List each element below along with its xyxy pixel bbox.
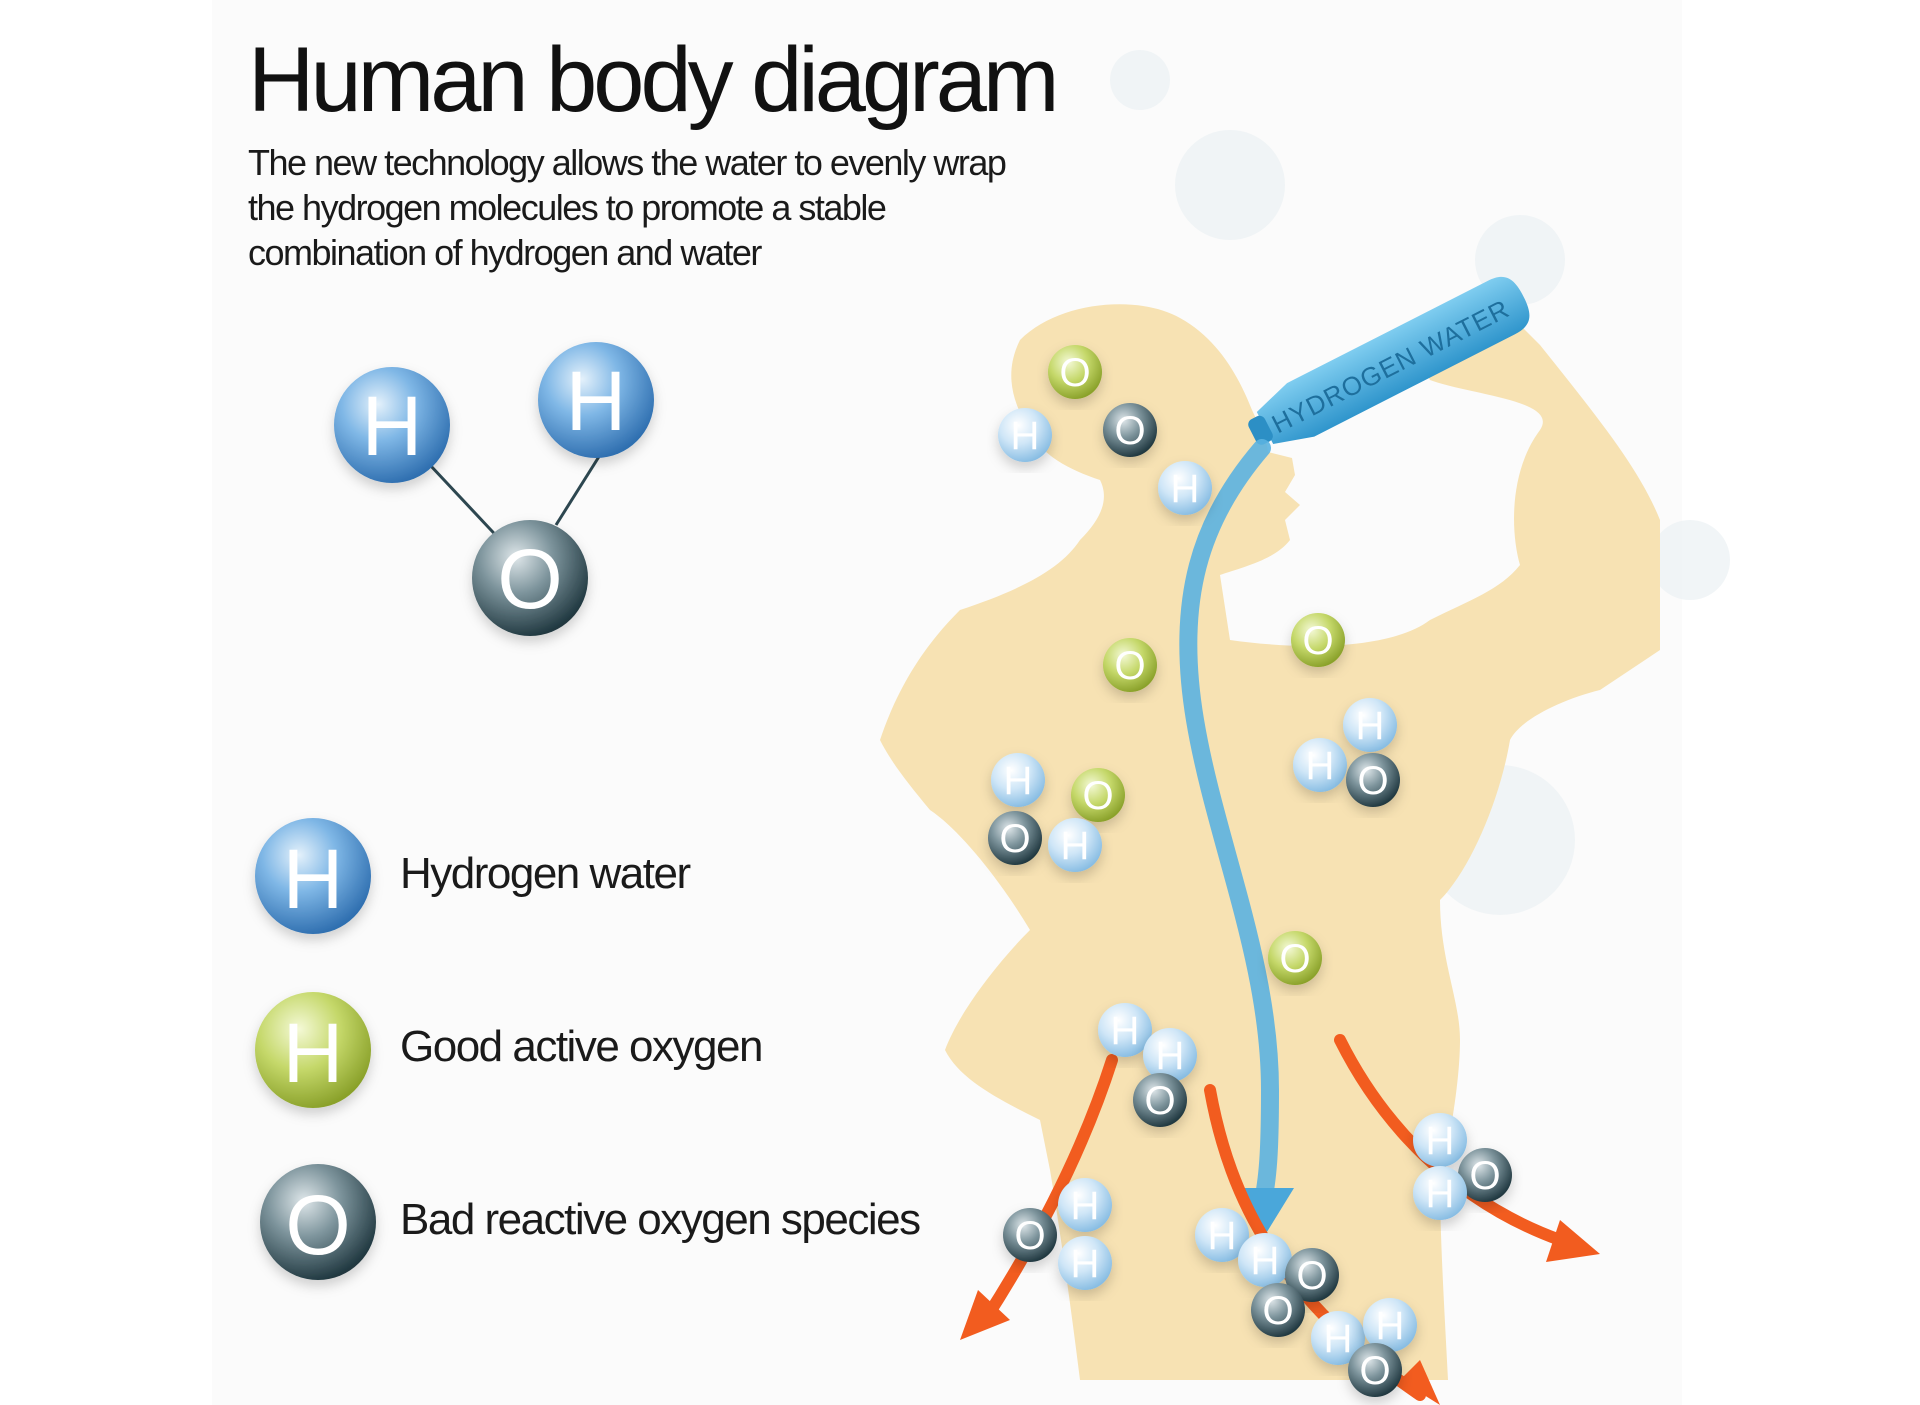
svg-text:O: O: [1059, 351, 1090, 395]
hydrogen-particle: H: [1343, 698, 1397, 752]
svg-text:O: O: [1262, 1289, 1293, 1333]
bad-oxygen-particle: O: [988, 811, 1042, 865]
bad-oxygen-particle: O: [1285, 1248, 1339, 1302]
svg-text:H: H: [1208, 1214, 1237, 1258]
svg-text:O: O: [1114, 409, 1145, 453]
svg-text:H: H: [1306, 744, 1335, 788]
svg-text:O: O: [1014, 1214, 1045, 1258]
human-body-silhouette: [880, 304, 1660, 1381]
svg-text:H: H: [1426, 1119, 1455, 1163]
svg-text:O: O: [1114, 644, 1145, 688]
good-oxygen-particle: O: [1291, 613, 1345, 667]
hydrogen-particle: H: [1158, 461, 1212, 515]
svg-text:O: O: [497, 532, 562, 626]
molecule-oxygen: O: [472, 520, 588, 636]
page-subtitle: The new technology allows the water to e…: [248, 142, 1007, 273]
hydrogen-particle: H: [1413, 1113, 1467, 1167]
good-oxygen-particle: O: [1071, 768, 1125, 822]
bad-oxygen-particle: O: [1346, 753, 1400, 807]
hydrogen-particle: H: [1238, 1233, 1292, 1287]
svg-text:H: H: [566, 354, 627, 448]
hydrogen-particle: H: [1363, 1298, 1417, 1352]
good-oxygen-particle: O: [1268, 931, 1322, 985]
legend-label-good-active-oxygen: Good active oxygen: [400, 1022, 763, 1071]
bad-oxygen-particle: O: [1003, 1208, 1057, 1262]
bad-oxygen-particle: O: [1133, 1073, 1187, 1127]
svg-text:O: O: [1144, 1079, 1175, 1123]
svg-text:H: H: [283, 832, 344, 926]
hydrogen-particle: H: [1413, 1166, 1467, 1220]
svg-text:O: O: [1469, 1154, 1500, 1198]
water-molecule: H H O: [334, 342, 654, 636]
good-oxygen-particle: O: [1103, 638, 1157, 692]
hydrogen-particle: H: [1058, 1236, 1112, 1290]
hydrogen-particle: H: [1143, 1028, 1197, 1082]
hydrogen-particle: H: [1098, 1003, 1152, 1057]
svg-text:H: H: [1071, 1242, 1100, 1286]
svg-text:O: O: [1357, 759, 1388, 803]
bad-oxygen-particle: O: [1348, 1343, 1402, 1397]
good-oxygen-particle: O: [1048, 345, 1102, 399]
bad-oxygen-particle: O: [1458, 1148, 1512, 1202]
svg-text:O: O: [1082, 774, 1113, 818]
svg-text:H: H: [1011, 414, 1040, 458]
svg-text:H: H: [1004, 759, 1033, 803]
svg-text:H: H: [1111, 1009, 1140, 1053]
svg-text:H: H: [1251, 1239, 1280, 1283]
hydrogen-particle: H: [991, 753, 1045, 807]
svg-text:H: H: [1356, 704, 1385, 748]
legend-icon-bad-reactive-oxygen: O: [260, 1164, 376, 1280]
hydrogen-particle: H: [1293, 738, 1347, 792]
hydrogen-particle: H: [1195, 1208, 1249, 1262]
legend-icon-hydrogen-water: H: [255, 818, 371, 934]
svg-text:H: H: [283, 1006, 344, 1100]
hydrogen-particle: H: [1058, 1178, 1112, 1232]
svg-text:O: O: [1302, 619, 1333, 663]
svg-text:H: H: [1156, 1034, 1185, 1078]
svg-text:H: H: [1324, 1317, 1353, 1361]
svg-text:O: O: [999, 817, 1030, 861]
svg-text:H: H: [1061, 824, 1090, 868]
molecule-hydrogen-right: H: [538, 342, 654, 458]
legend-label-bad-reactive-oxygen: Bad reactive oxygen species: [400, 1195, 921, 1244]
legend-label-hydrogen-water: Hydrogen water: [400, 849, 691, 898]
svg-text:H: H: [362, 379, 423, 473]
svg-text:H: H: [1071, 1184, 1100, 1228]
svg-text:H: H: [1376, 1304, 1405, 1348]
bad-oxygen-particle: O: [1251, 1283, 1305, 1337]
svg-text:H: H: [1171, 467, 1200, 511]
hydrogen-particle: H: [998, 408, 1052, 462]
hydrogen-particle: H: [1311, 1311, 1365, 1365]
svg-text:O: O: [285, 1178, 350, 1272]
bad-oxygen-particle: O: [1103, 403, 1157, 457]
svg-text:O: O: [1296, 1254, 1327, 1298]
legend-icon-good-active-oxygen: H: [255, 992, 371, 1108]
outflow-arrowheads: [960, 1220, 1600, 1405]
page-title: Human body diagram: [248, 29, 1060, 131]
svg-text:O: O: [1279, 937, 1310, 981]
molecule-hydrogen-left: H: [334, 367, 450, 483]
svg-text:O: O: [1359, 1349, 1390, 1393]
hydrogen-particle: H: [1048, 818, 1102, 872]
svg-text:H: H: [1426, 1172, 1455, 1216]
water-stream: [1179, 439, 1280, 1214]
